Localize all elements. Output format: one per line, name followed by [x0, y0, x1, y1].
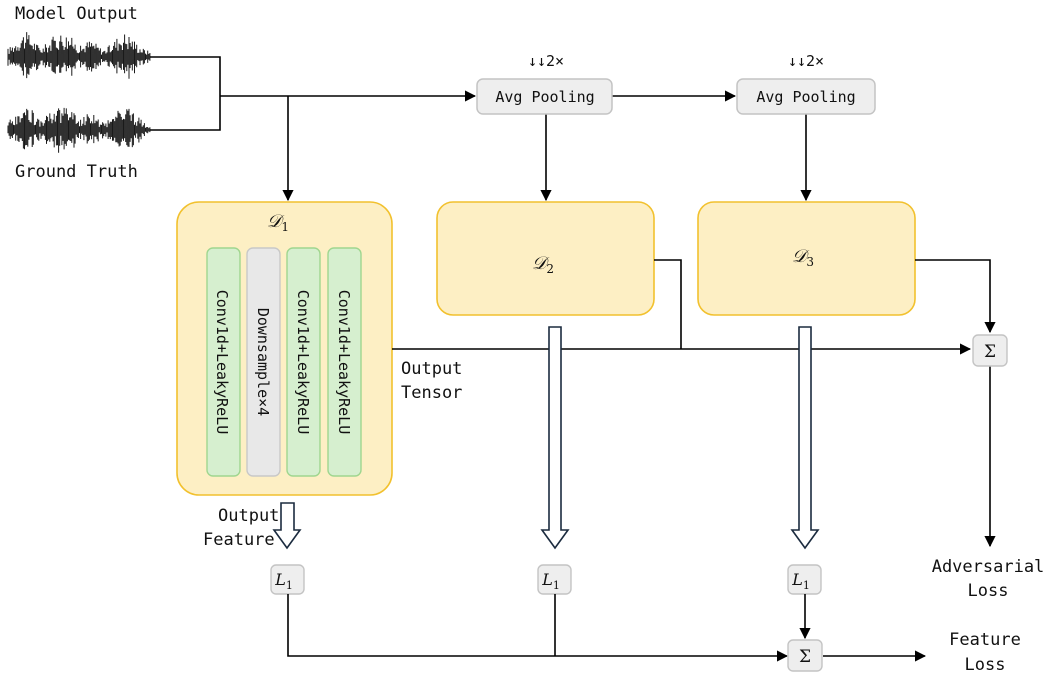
- layer-conv-2-label: Conv1d+LeakyReLU: [294, 290, 312, 435]
- feature-sum-symbol: Σ: [799, 647, 811, 667]
- l1-node-2: L1: [538, 565, 571, 594]
- layer-conv-1-label: Conv1d+LeakyReLU: [213, 290, 231, 435]
- discriminator-3: 𝒟3: [698, 202, 915, 315]
- downsample-factor-2: ↓↓2×: [788, 52, 824, 70]
- l1-node-1: L1: [271, 565, 304, 594]
- model-output-waveform: [8, 32, 150, 79]
- model-output-label: Model Output: [15, 4, 138, 24]
- output-feature-label-2: Feature: [203, 530, 275, 550]
- wave-truth-path: [8, 108, 150, 153]
- wave-model-path: [8, 32, 150, 79]
- feature-loss-connectors: [288, 594, 925, 656]
- feature-arrow-3: [792, 327, 818, 548]
- avg-pooling-label-2: Avg Pooling: [756, 88, 855, 106]
- avg-pooling-label-1: Avg Pooling: [495, 88, 594, 106]
- output-tensor-label-2: Tensor: [401, 383, 462, 403]
- pooling-block-2: ↓↓2× Avg Pooling: [737, 52, 875, 114]
- output-tensor-label: Output: [401, 359, 462, 379]
- input-connectors: [150, 57, 806, 200]
- layer-downsample-label: Downsample×4: [254, 308, 272, 416]
- adversarial-sum-symbol: Σ: [984, 342, 996, 362]
- adversarial-sum-node: Σ: [973, 335, 1007, 366]
- layer-conv-3-label: Conv1d+LeakyReLU: [335, 290, 353, 435]
- feature-arrow-2: [542, 327, 568, 548]
- downsample-factor-1: ↓↓2×: [528, 52, 564, 70]
- discriminator-2: 𝒟2: [437, 202, 654, 315]
- adversarial-loss-label: Adversarial: [932, 557, 1045, 577]
- l1-node-3: L1: [788, 565, 821, 594]
- discriminator-1: 𝒟1 Conv1d+LeakyReLU Downsample×4 Conv1d+…: [177, 202, 392, 495]
- ground-truth-label: Ground Truth: [15, 162, 138, 182]
- pooling-block-1: ↓↓2× Avg Pooling: [477, 52, 612, 114]
- feature-loss-label-2: Loss: [965, 655, 1006, 675]
- feature-sum-node: Σ: [788, 640, 822, 671]
- output-feature-label: Output: [218, 506, 279, 526]
- feature-loss-label: Feature: [949, 630, 1021, 650]
- adversarial-loss-label-2: Loss: [968, 581, 1009, 601]
- ground-truth-waveform: [8, 108, 150, 153]
